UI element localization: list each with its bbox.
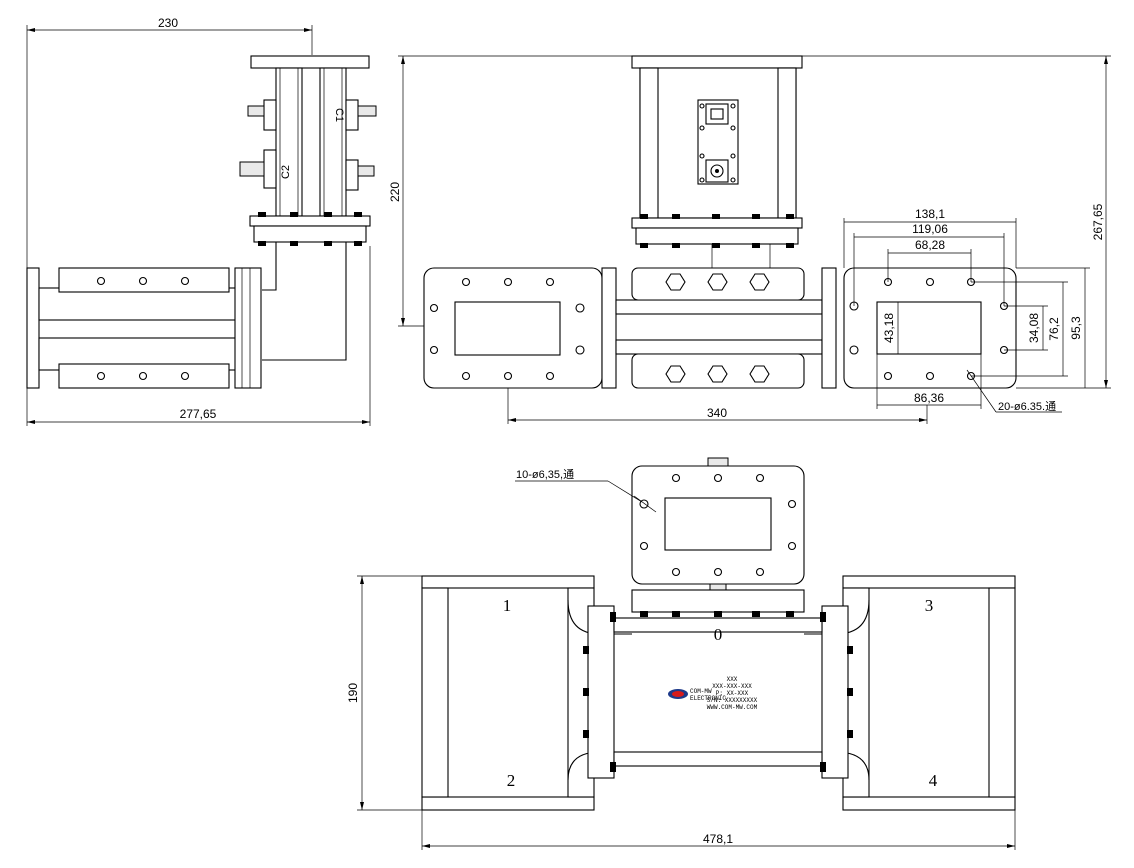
port-2-label: 2 bbox=[507, 771, 516, 790]
port-4-label: 4 bbox=[929, 771, 938, 790]
dim-267-65: 267,65 bbox=[1091, 203, 1105, 240]
note-20-holes: 20-ø6.35.通 bbox=[998, 400, 1056, 413]
nameplate: COM-MW ELECTRONIC XXX XXX-XXX-XXX P: XX-… bbox=[668, 676, 758, 711]
dim-220: 220 bbox=[388, 182, 402, 202]
label-c2: C2 bbox=[280, 165, 292, 179]
dim-230: 230 bbox=[158, 16, 178, 30]
note-10-holes: 10-ø6,35,通 bbox=[516, 468, 574, 481]
dim-68-28: 68,28 bbox=[915, 238, 945, 252]
dim-277-65: 277,65 bbox=[180, 407, 217, 421]
logo-text: COM-MW bbox=[690, 688, 712, 695]
nameplate-line2: XXX-XXX-XXX bbox=[712, 683, 752, 690]
dim-34-08: 34,08 bbox=[1027, 313, 1041, 343]
dim-76-2: 76,2 bbox=[1047, 317, 1061, 341]
dim-43-18: 43,18 bbox=[882, 313, 896, 343]
dim-138-1: 138,1 bbox=[915, 207, 945, 221]
nameplate-line5: WWW.COM-MW.COM bbox=[707, 704, 758, 711]
logo-sub: ELECTRONIC bbox=[690, 695, 726, 702]
side-view: 230 C2 C1 bbox=[26, 16, 377, 426]
port-0-label: 0 bbox=[714, 625, 723, 644]
nameplate-line3: P: XX-XXX bbox=[716, 690, 749, 697]
nameplate-line1: XXX bbox=[727, 676, 738, 683]
port-3-label: 3 bbox=[925, 596, 934, 615]
dim-119-06: 119,06 bbox=[912, 222, 948, 236]
dim-478-1: 478,1 bbox=[703, 832, 733, 846]
nameplate-line4: S/N: XXXXXXXXX bbox=[707, 697, 758, 704]
dim-95-3: 95,3 bbox=[1069, 316, 1083, 340]
front-view: 10-ø6,35,通 1 2 3 4 bbox=[346, 457, 1016, 850]
dim-86-36: 86,36 bbox=[914, 391, 944, 405]
top-view: 220 267,65 bbox=[388, 55, 1111, 424]
dim-340: 340 bbox=[707, 406, 727, 420]
label-c1: C1 bbox=[333, 108, 345, 122]
port-1-label: 1 bbox=[503, 596, 512, 615]
dim-190: 190 bbox=[346, 683, 360, 703]
